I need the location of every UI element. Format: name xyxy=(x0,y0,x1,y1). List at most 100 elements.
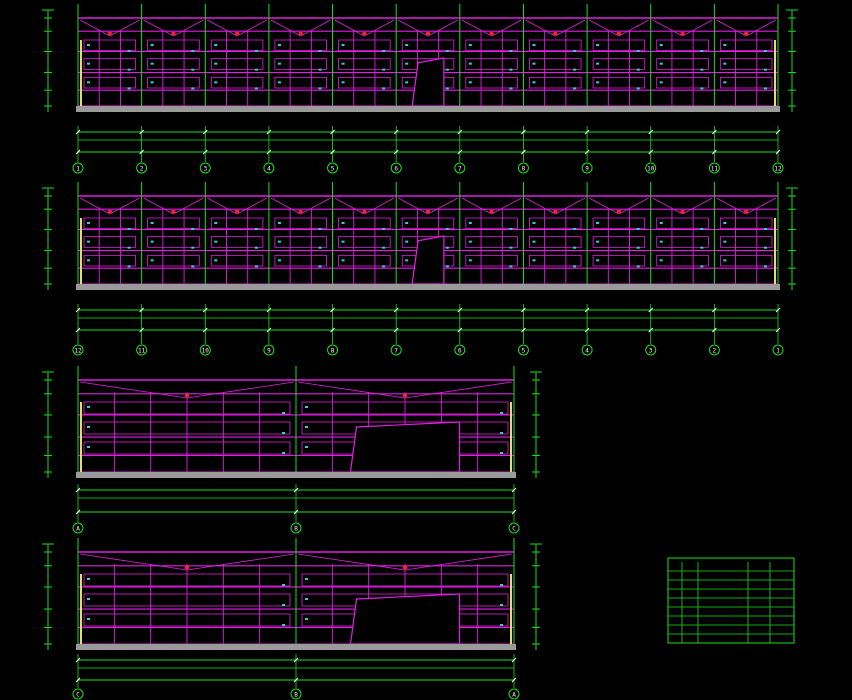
panel-marker xyxy=(659,44,663,46)
panel-marker xyxy=(500,432,503,434)
wall-panel xyxy=(719,254,773,267)
connection-node xyxy=(744,210,749,213)
roof-brace xyxy=(186,381,295,399)
axis-label: 8 xyxy=(522,166,526,173)
dimension-tick xyxy=(266,307,272,313)
connection-node xyxy=(680,32,685,35)
roof-brace xyxy=(555,197,586,215)
dimension-tick xyxy=(293,657,299,663)
panel-marker xyxy=(341,44,345,46)
panel-marker xyxy=(150,81,154,84)
wall-panel xyxy=(719,236,773,248)
panel-marker xyxy=(282,584,285,586)
roof-brace xyxy=(270,19,301,37)
dimension-tick xyxy=(75,307,81,313)
dimension-tick xyxy=(775,327,781,333)
panel-marker xyxy=(532,62,536,65)
panel-marker xyxy=(87,406,90,408)
wall-panel xyxy=(147,58,200,70)
panel-marker xyxy=(277,44,281,46)
wall-panel xyxy=(83,573,291,587)
roof-brace xyxy=(173,197,204,215)
panel-marker xyxy=(764,68,767,71)
dimension-tick xyxy=(511,509,517,515)
wall-panel xyxy=(147,217,200,230)
panel-marker xyxy=(150,44,154,46)
axis-label: 8 xyxy=(331,348,335,355)
wall-panel xyxy=(338,58,391,70)
panel-marker xyxy=(214,222,218,224)
roof-brace xyxy=(109,19,140,37)
ground-line xyxy=(76,644,516,650)
roof-brace xyxy=(427,19,459,37)
axis-label: 7 xyxy=(458,166,462,173)
dimension-tick xyxy=(75,677,81,683)
dimension-tick xyxy=(330,149,335,155)
wall-panel xyxy=(210,58,264,70)
connection-node xyxy=(107,32,112,35)
axis-bubble xyxy=(199,344,211,356)
panel-marker xyxy=(405,44,409,46)
dimension-tick xyxy=(266,149,272,155)
panel-marker xyxy=(318,50,322,52)
roof-brace xyxy=(79,197,111,215)
connection-node xyxy=(185,566,189,569)
panel-marker xyxy=(87,240,90,243)
panel-marker xyxy=(573,87,577,90)
roof-brace xyxy=(682,197,713,215)
panel-marker xyxy=(596,44,600,46)
roof-brace xyxy=(79,19,111,37)
dimension-tick xyxy=(293,677,299,683)
panel-marker xyxy=(500,412,503,414)
panel-marker xyxy=(341,240,345,243)
dimension-tick xyxy=(584,307,590,313)
dimension-tick xyxy=(139,327,144,333)
panel-marker xyxy=(127,246,131,249)
connection-node xyxy=(171,210,176,213)
dimension-tick xyxy=(202,149,208,155)
panel-marker xyxy=(127,265,131,268)
roof-brace xyxy=(461,197,492,215)
wall-panel xyxy=(83,593,291,607)
roof-brace xyxy=(334,197,365,215)
panel-marker xyxy=(659,259,663,262)
dimension-tick xyxy=(457,327,463,333)
panel-marker xyxy=(318,265,322,268)
panel-marker xyxy=(723,81,727,84)
axis-label: 10 xyxy=(202,348,210,355)
panel-marker xyxy=(659,81,663,84)
roof-brace xyxy=(618,19,649,37)
panel-marker xyxy=(445,246,449,249)
panel-marker xyxy=(509,246,513,249)
dimension-tick xyxy=(712,327,717,333)
connection-node xyxy=(107,210,112,213)
panel-marker xyxy=(405,81,409,84)
dimension-tick xyxy=(266,327,272,333)
roof-brace xyxy=(525,19,556,37)
panel-marker xyxy=(573,228,577,230)
wall-panel xyxy=(656,39,709,52)
connection-node xyxy=(426,32,430,35)
roof-brace xyxy=(143,197,174,215)
panel-marker xyxy=(382,246,386,249)
wall-panel xyxy=(338,39,391,52)
dimension-tick xyxy=(202,307,208,313)
panel-marker xyxy=(87,62,90,65)
panel-marker xyxy=(150,62,154,65)
axis-label: 6 xyxy=(394,166,398,173)
roof-brace xyxy=(109,197,140,215)
panel-marker xyxy=(214,44,218,46)
dimension-tick xyxy=(584,129,590,135)
wall-panel xyxy=(274,39,327,52)
axis-bubble xyxy=(136,344,148,356)
wall-panel xyxy=(147,76,200,89)
roof-brace xyxy=(555,19,586,37)
wall-panel xyxy=(83,39,137,52)
wall-panel xyxy=(83,401,291,415)
connection-node xyxy=(553,210,558,213)
panel-marker xyxy=(191,87,195,90)
connection-node xyxy=(426,210,430,213)
wall-panel xyxy=(274,76,327,89)
wall-panel xyxy=(465,39,518,52)
wall-panel xyxy=(210,236,264,248)
